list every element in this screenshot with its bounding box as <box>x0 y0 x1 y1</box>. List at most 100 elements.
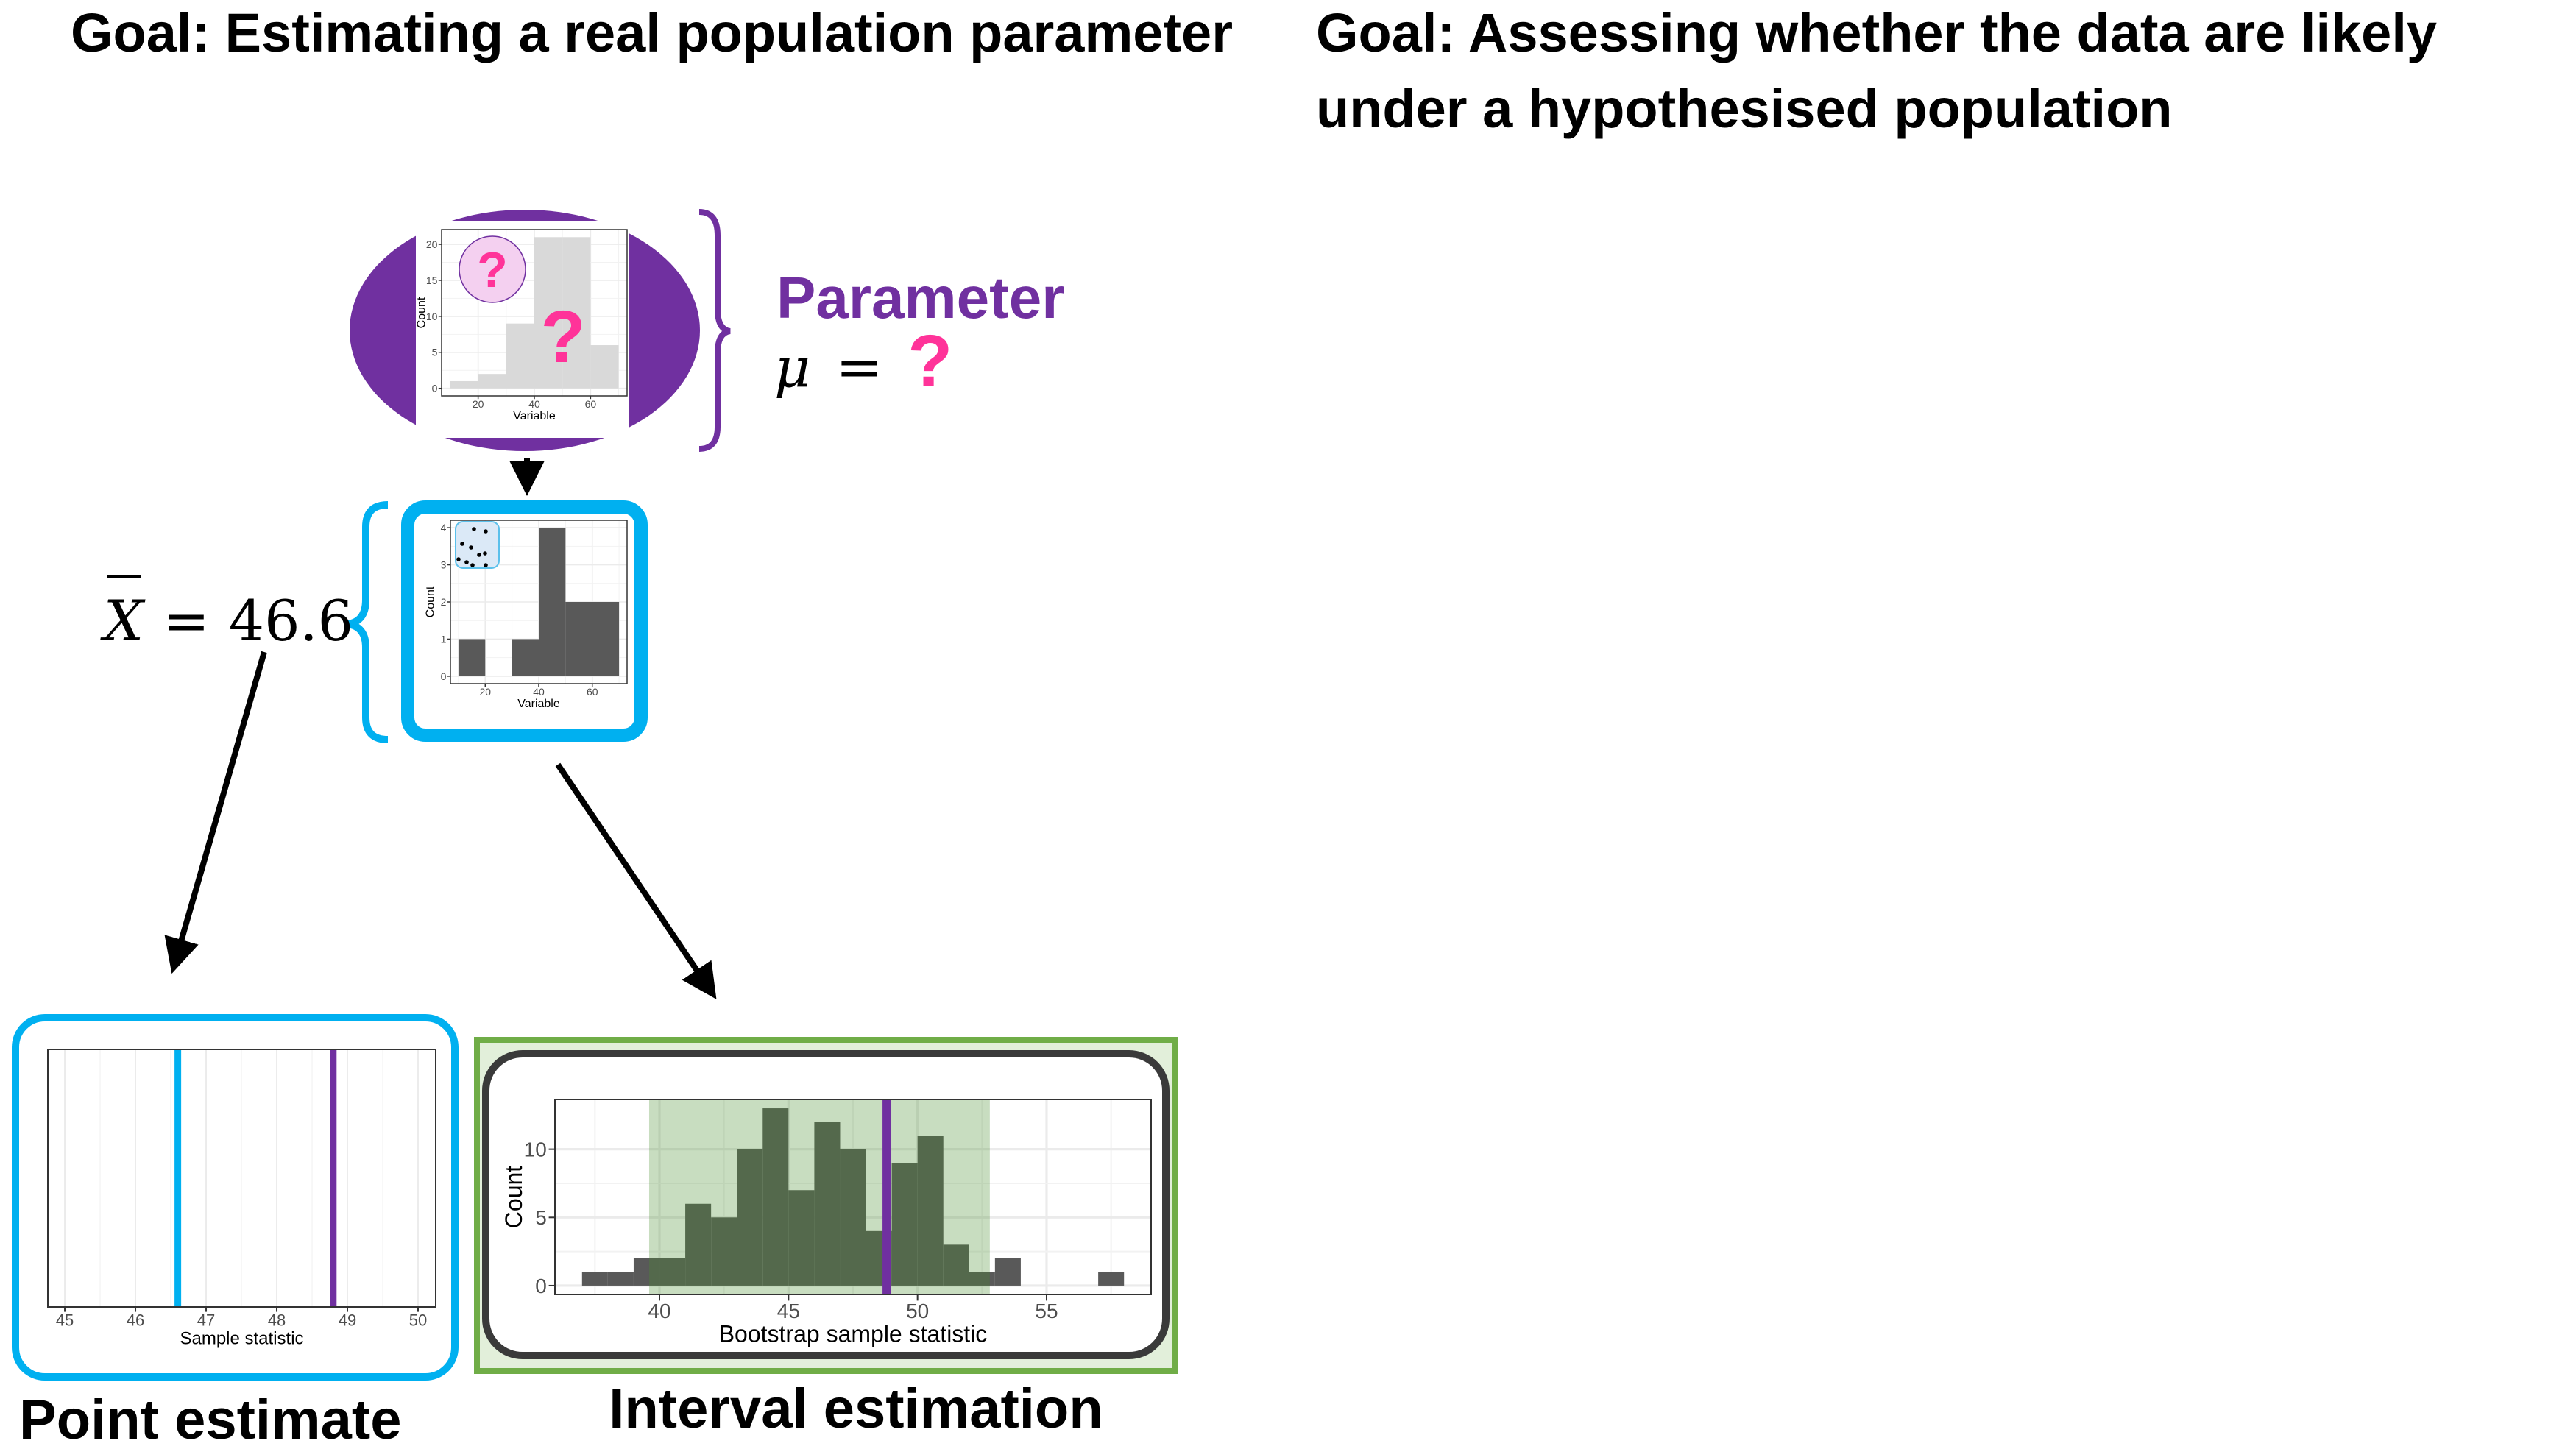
sample-scatter-inset <box>455 521 500 569</box>
y-tick-label: 20 <box>426 238 438 250</box>
histogram-bar <box>562 237 591 389</box>
plot-border <box>554 1099 1152 1295</box>
x-tick-label: 50 <box>906 1300 929 1322</box>
y-tick-label: 10 <box>426 311 438 322</box>
histogram-bar <box>685 1203 712 1286</box>
y-tick-label: 3 <box>441 559 447 570</box>
arrow-to-point-estimate-icon <box>164 651 267 974</box>
sample-dot <box>483 551 487 556</box>
y-tick-label: 15 <box>426 274 438 286</box>
histogram-bar <box>458 639 486 676</box>
histogram-bar <box>592 602 620 676</box>
histogram-bar <box>633 1258 660 1286</box>
histogram-bar <box>762 1108 789 1286</box>
plot-border <box>47 1049 436 1308</box>
x-tick-label: 60 <box>587 686 598 698</box>
point-estimate-caption: Point estimate <box>19 1389 401 1449</box>
histogram-bar <box>891 1163 918 1286</box>
y-axis-title: Count <box>500 1166 527 1229</box>
sample-dot <box>484 563 488 567</box>
goal-title-left: Goal: Estimating a real population param… <box>71 2 1233 63</box>
x-axis-title: Bootstrap sample statistic <box>719 1320 988 1347</box>
x-tick-label: 40 <box>533 686 545 698</box>
histogram-bar <box>788 1190 815 1286</box>
sample-dot <box>469 545 473 550</box>
x-tick-label: 48 <box>268 1311 286 1329</box>
equals-sign: = <box>835 334 882 400</box>
y-tick-label: 5 <box>535 1206 547 1229</box>
x-tick-label: 55 <box>1035 1300 1058 1322</box>
y-axis-title: Count <box>425 586 437 617</box>
y-tick-label: 10 <box>524 1138 547 1161</box>
x-tick-label: 47 <box>197 1311 215 1329</box>
population-unknown-circle <box>459 235 526 303</box>
sample-dot <box>477 553 481 557</box>
x-tick-label: 45 <box>56 1311 74 1329</box>
x-tick-label: 40 <box>648 1300 670 1322</box>
histogram-bar <box>917 1136 944 1286</box>
sample-brace <box>347 501 389 743</box>
parameter-equation: μ = ? <box>774 320 952 403</box>
y-tick-label: 5 <box>432 347 438 358</box>
parameter-label: Parameter <box>776 265 1064 330</box>
y-axis-title: Count <box>416 297 428 328</box>
histogram-bar <box>814 1122 841 1286</box>
histogram-bar <box>565 602 592 676</box>
interval-estimation-caption: Interval estimation <box>609 1378 1103 1440</box>
sample-dot <box>464 560 469 564</box>
sample-dots <box>456 527 488 567</box>
sample-dot <box>460 542 464 546</box>
x-tick-label: 46 <box>127 1311 144 1329</box>
histogram-bar <box>1098 1272 1125 1286</box>
sample-mean-equation: X = 46.6 <box>100 588 353 653</box>
sample-mean-value: 46.6 <box>229 588 353 653</box>
histogram-bar <box>737 1149 763 1286</box>
histogram-bar <box>581 1272 608 1286</box>
goal-title-right-line1: Goal: Assessing whether the data are lik… <box>1316 2 2437 63</box>
x-tick-label: 20 <box>473 398 484 410</box>
x-tick-label: 45 <box>777 1300 800 1322</box>
histogram-bar <box>512 639 539 676</box>
question-mark-icon: ? <box>540 296 585 378</box>
arrow-to-interval-icon <box>555 762 717 999</box>
equals-sign: = <box>163 588 210 653</box>
histogram-bar <box>711 1217 737 1286</box>
histogram-bar <box>969 1272 995 1286</box>
y-tick-label: 0 <box>535 1275 547 1297</box>
x-tick-label: 20 <box>479 686 491 698</box>
x-tick-label: 60 <box>585 398 597 410</box>
histogram-bar <box>506 323 534 389</box>
sample-dot <box>470 563 475 567</box>
unknown-value: ? <box>907 320 952 403</box>
histogram-bar <box>534 237 563 389</box>
histogram-bar <box>539 528 566 676</box>
sample-dot <box>472 527 476 531</box>
x-tick-label: 50 <box>409 1311 427 1329</box>
x-axis-title: Variable <box>517 698 560 710</box>
histogram-bar <box>450 380 478 389</box>
y-tick-label: 0 <box>441 670 447 682</box>
histogram-bar <box>840 1149 866 1286</box>
y-tick-label: 0 <box>432 383 438 394</box>
population-brace <box>698 209 731 452</box>
y-tick-label: 4 <box>441 522 447 534</box>
question-mark-icon: ? <box>477 242 508 298</box>
x-tick-label: 40 <box>528 398 540 410</box>
mu-symbol: μ <box>774 334 810 400</box>
confidence-interval-band <box>648 1099 990 1294</box>
histogram-bar <box>994 1258 1021 1286</box>
sample-dot <box>456 557 461 561</box>
histogram-bar <box>943 1244 969 1286</box>
goal-title-right-line2: under a hypothesised population <box>1316 78 2173 139</box>
x-tick-label: 49 <box>339 1311 356 1329</box>
x-axis-title: Variable <box>513 410 556 422</box>
histogram-bar <box>659 1258 686 1286</box>
histogram-bar <box>590 345 619 389</box>
x-bar-symbol: X <box>100 588 146 653</box>
histogram-bar <box>607 1272 634 1286</box>
y-tick-label: 1 <box>441 633 447 645</box>
